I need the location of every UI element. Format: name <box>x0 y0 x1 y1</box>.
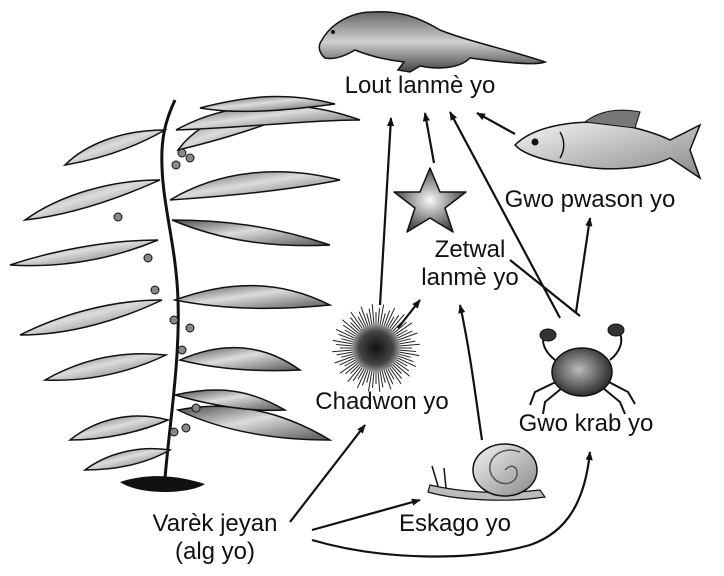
crab-icon <box>530 324 635 414</box>
label-sea-snails: Eskago yo <box>380 510 530 538</box>
fish-icon <box>515 110 700 178</box>
sea-star-icon <box>394 168 466 232</box>
label-sea-stars-line1: Zetwal <box>400 236 540 264</box>
label-giant-kelp-line1: Varèk jeyan <box>120 510 310 538</box>
arrow-kelp-to-crab <box>312 452 590 556</box>
arrow-star-to-otter <box>425 113 434 163</box>
label-large-fish: Gwo pwason yo <box>482 186 698 214</box>
arrow-urchin-to-star <box>398 300 420 328</box>
label-sea-urchins: Chadwon yo <box>292 388 472 416</box>
arrow-snail-to-star <box>460 305 482 440</box>
arrow-fish-to-otter <box>477 113 515 134</box>
sea-otter-icon <box>319 12 545 72</box>
label-large-crabs: Gwo krab yo <box>496 410 676 438</box>
arrow-crab-to-fish <box>576 218 590 312</box>
label-giant-kelp: Varèk jeyan (alg yo) <box>120 510 310 566</box>
arrow-urchin-to-otter <box>380 118 391 305</box>
label-sea-stars: Zetwal lanmè yo <box>400 236 540 292</box>
label-giant-kelp-line2: (alg yo) <box>120 538 310 566</box>
label-sea-otters: Lout lanmè yo <box>320 72 520 100</box>
snail-icon <box>428 444 545 500</box>
kelp-icon <box>10 96 360 492</box>
label-sea-stars-line2: lanmè yo <box>400 264 540 292</box>
